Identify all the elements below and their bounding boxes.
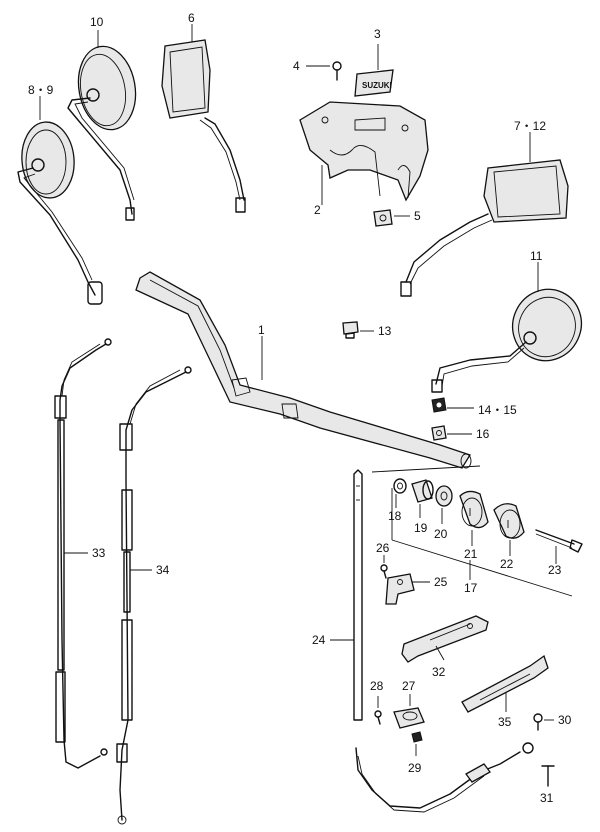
callout-24: 24 (312, 633, 326, 647)
nut-5 (373, 209, 393, 227)
screw-4 (332, 61, 342, 81)
callout-28: 28 (370, 679, 384, 693)
callout-34: 34 (156, 563, 170, 577)
bracket-35 (461, 654, 549, 713)
nut-29 (411, 731, 423, 743)
pin-31 (541, 765, 555, 787)
callout-31: 31 (540, 791, 554, 805)
mirror-7-12 (400, 159, 569, 297)
cable-33 (54, 338, 112, 769)
mirror-11 (431, 288, 583, 393)
lower-cable (355, 742, 534, 813)
grip-assembly-17 (371, 465, 573, 597)
callout-20: 20 (434, 527, 448, 541)
callout-2: 2 (314, 203, 321, 217)
screw-30 (533, 713, 543, 731)
leader-32 (435, 645, 445, 661)
callout-35: 35 (498, 715, 512, 729)
clamp-25 (385, 573, 415, 605)
callout-11: 11 (530, 249, 543, 263)
callout-25: 25 (434, 575, 448, 589)
callout-33: 33 (92, 546, 106, 560)
handlebar-cover-2 (299, 101, 429, 202)
callout-3: 3 (374, 27, 381, 41)
decal-3: SUZUKI (354, 69, 394, 97)
grip-21 (459, 490, 489, 529)
callout-1: 1 (258, 323, 265, 337)
callout-27: 27 (402, 679, 416, 693)
handlebar-1 (135, 271, 472, 469)
grip-22 (493, 503, 525, 539)
callout-10: 10 (90, 15, 104, 29)
callout-7-12: 7・12 (514, 119, 546, 133)
callout-30: 30 (558, 713, 572, 727)
nut-14-15 (431, 397, 447, 413)
washer-20 (435, 485, 453, 507)
callout-8-9: 8・9 (28, 83, 54, 97)
callout-26: 26 (376, 541, 390, 555)
callout-14-15: 14・15 (478, 403, 517, 417)
callout-4: 4 (293, 59, 300, 73)
callout-21: 21 (464, 547, 478, 561)
bracket-32 (401, 615, 489, 663)
callout-22: 22 (500, 557, 514, 571)
callout-6: 6 (188, 11, 195, 25)
collar-19 (411, 479, 434, 503)
callout-18: 18 (388, 509, 402, 523)
callout-13: 13 (378, 324, 392, 338)
rod-24 (353, 469, 363, 721)
washer-18 (393, 478, 407, 494)
callout-23: 23 (548, 563, 562, 577)
callout-5: 5 (414, 209, 421, 223)
callout-29: 29 (408, 761, 422, 775)
callout-19: 19 (414, 521, 428, 535)
screw-28 (374, 710, 382, 725)
cap-13 (342, 321, 359, 339)
decal-text: SUZUKI (362, 81, 392, 90)
callout-16: 16 (476, 427, 490, 441)
mirror-10 (67, 45, 137, 221)
clamp-27 (393, 707, 425, 729)
bolt-23 (535, 529, 583, 553)
screw-26 (380, 564, 388, 579)
callout-17: 17 (464, 581, 478, 595)
mirror-8-9 (17, 121, 103, 305)
nut-16 (431, 425, 447, 441)
mirror-6 (161, 39, 246, 213)
cable-34 (116, 366, 192, 825)
callout-32: 32 (432, 665, 446, 679)
